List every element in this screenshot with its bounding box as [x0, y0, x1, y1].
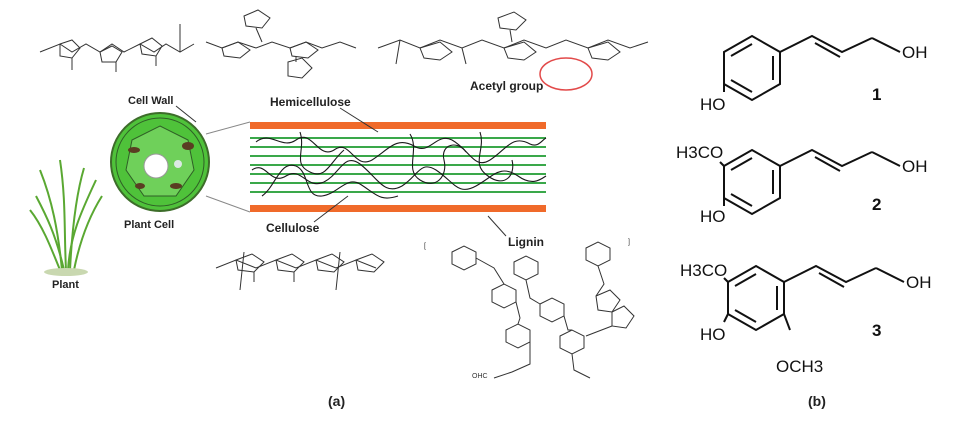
compound-1-number: 1 [872, 85, 881, 104]
cell-wall-block [250, 122, 547, 212]
compound-2-ring [723, 148, 781, 216]
compound-1: OH HO 1 [700, 34, 928, 114]
compound-1-ring-oh: HO [700, 95, 726, 114]
lignin-structure [451, 241, 635, 379]
compound-2-number: 2 [872, 195, 881, 214]
compound-3-methoxy-2: OCH3 [776, 357, 823, 376]
wall-band-bottom [250, 205, 546, 212]
lignin-label: Lignin [508, 235, 544, 249]
cell-wall-label: Cell Wall [128, 95, 173, 107]
lignin-pointer [487, 215, 507, 237]
compound-2-methoxy: H3CO [676, 143, 723, 162]
panel-b: OH HO 1 H3CO OH HO 2 [676, 34, 932, 409]
hemicellulose-pointer [339, 107, 379, 133]
compound-3-chain-oh: OH [906, 273, 932, 292]
hemicellulose-lignin-network [251, 131, 547, 199]
compound-1-chain-oh: OH [902, 43, 928, 62]
cellulose-pointer [313, 195, 349, 223]
compound-2: H3CO OH HO 2 [676, 143, 928, 226]
lignin-labels: [ ] OHC [424, 239, 630, 380]
compound-1-ring [723, 34, 781, 102]
cellulose-label: Cellulose [266, 221, 320, 235]
svg-text:]: ] [628, 239, 630, 246]
cell-wall-pointer [175, 105, 197, 123]
compound-2-propenyl-chain [779, 148, 873, 168]
acetylated-chain-structure [377, 11, 649, 65]
cellulose-fibers [250, 137, 546, 193]
plant-illustration [29, 159, 103, 271]
acetyl-group-label: Acetyl group [470, 79, 543, 93]
compound-3: H3CO OH HO OCH3 3 [680, 261, 932, 376]
panel-a-caption: (a) [328, 393, 345, 409]
plant-cell-label: Plant Cell [124, 219, 174, 231]
acetyl-group-highlight [539, 57, 593, 91]
panel-b-caption: (b) [808, 393, 826, 409]
compound-2-ring-oh: HO [700, 207, 726, 226]
xylan-chain-structure [205, 9, 357, 79]
panel-a: Acetyl group Plant Cell Wall Plant [29, 9, 649, 409]
wall-band-top [250, 122, 546, 129]
compound-3-ring-oh: HO [700, 325, 726, 344]
compound-1-propenyl-chain [779, 34, 873, 54]
compound-3-number: 3 [872, 321, 881, 340]
compound-3-methoxy: H3CO [680, 261, 727, 280]
svg-text:[: [ [424, 243, 426, 250]
zoom-lines [205, 121, 251, 213]
cellulose-chain-structure [215, 251, 385, 291]
arabinose-chain-structure [39, 24, 195, 72]
compound-3-ring [727, 264, 785, 332]
plant-base [44, 268, 88, 276]
compound-3-propenyl-chain [783, 264, 877, 284]
svg-text:OHC: OHC [472, 373, 488, 380]
plant-cell-illustration [110, 112, 210, 212]
hemicellulose-structures [39, 9, 649, 79]
plant-label: Plant [52, 279, 79, 291]
compound-2-chain-oh: OH [902, 157, 928, 176]
hemicellulose-label: Hemicellulose [270, 95, 351, 109]
